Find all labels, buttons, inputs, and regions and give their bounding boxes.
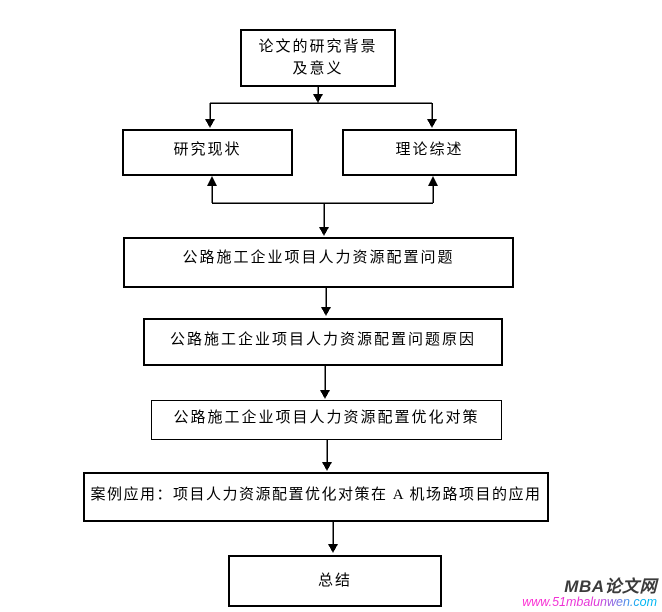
node-label: 理论综述 (395, 142, 464, 158)
edge-causes-to-strategies (320, 366, 330, 399)
node-label: 公路施工企业项目人力资源配置问题原因 (169, 331, 476, 348)
node-summary: 总结 (228, 555, 442, 607)
node-case-application: 案例应用：项目人力资源配置优化对策在 A 机场路项目的应用 (83, 472, 549, 522)
node-label: 论文的研究背景 及意义 (258, 36, 377, 80)
node-allocation-problems: 公路施工企业项目人力资源配置问题 (123, 237, 514, 288)
node-label-line2: 及意义 (292, 61, 344, 77)
arrowhead-down (205, 119, 215, 128)
node-label: 总结 (317, 573, 352, 589)
arrowhead-down (427, 119, 437, 128)
arrowhead-down (328, 544, 338, 553)
edge-strategies-to-case (322, 440, 332, 471)
node-theory-review: 理论综述 (342, 129, 517, 176)
arrowhead-down (319, 227, 329, 236)
node-problem-causes: 公路施工企业项目人力资源配置问题原因 (143, 318, 503, 366)
node-optimization-strategies: 公路施工企业项目人力资源配置优化对策 (151, 400, 502, 440)
edge-intro-to-status-theory (205, 87, 437, 128)
node-label: 案例应用：项目人力资源配置优化对策在 A 机场路项目的应用 (90, 486, 542, 503)
arrowhead-down (320, 390, 330, 399)
arrowhead-down (321, 307, 331, 316)
arrowhead-up (428, 176, 438, 186)
arrowhead-up (207, 176, 217, 186)
edge-problems-to-causes (321, 288, 331, 316)
node-label: 研究现状 (173, 142, 242, 158)
watermark: MBA论文网 www.51mbalunwen.com (522, 576, 657, 610)
node-label: 公路施工企业项目人力资源配置优化对策 (173, 409, 480, 426)
node-research-status: 研究现状 (122, 129, 293, 176)
watermark-url: www.51mbalunwen.com (522, 595, 657, 610)
arrowhead-down (313, 94, 323, 103)
node-label: 公路施工企业项目人力资源配置问题 (182, 250, 455, 266)
watermark-brand: MBA论文网 (564, 576, 657, 596)
arrowhead-down (322, 462, 332, 471)
edge-case-to-summary (328, 522, 338, 553)
node-research-background: 论文的研究背景 及意义 (240, 29, 396, 87)
node-label-line1: 论文的研究背景 (258, 39, 378, 55)
edge-junction-status-theory-problems (207, 176, 438, 236)
